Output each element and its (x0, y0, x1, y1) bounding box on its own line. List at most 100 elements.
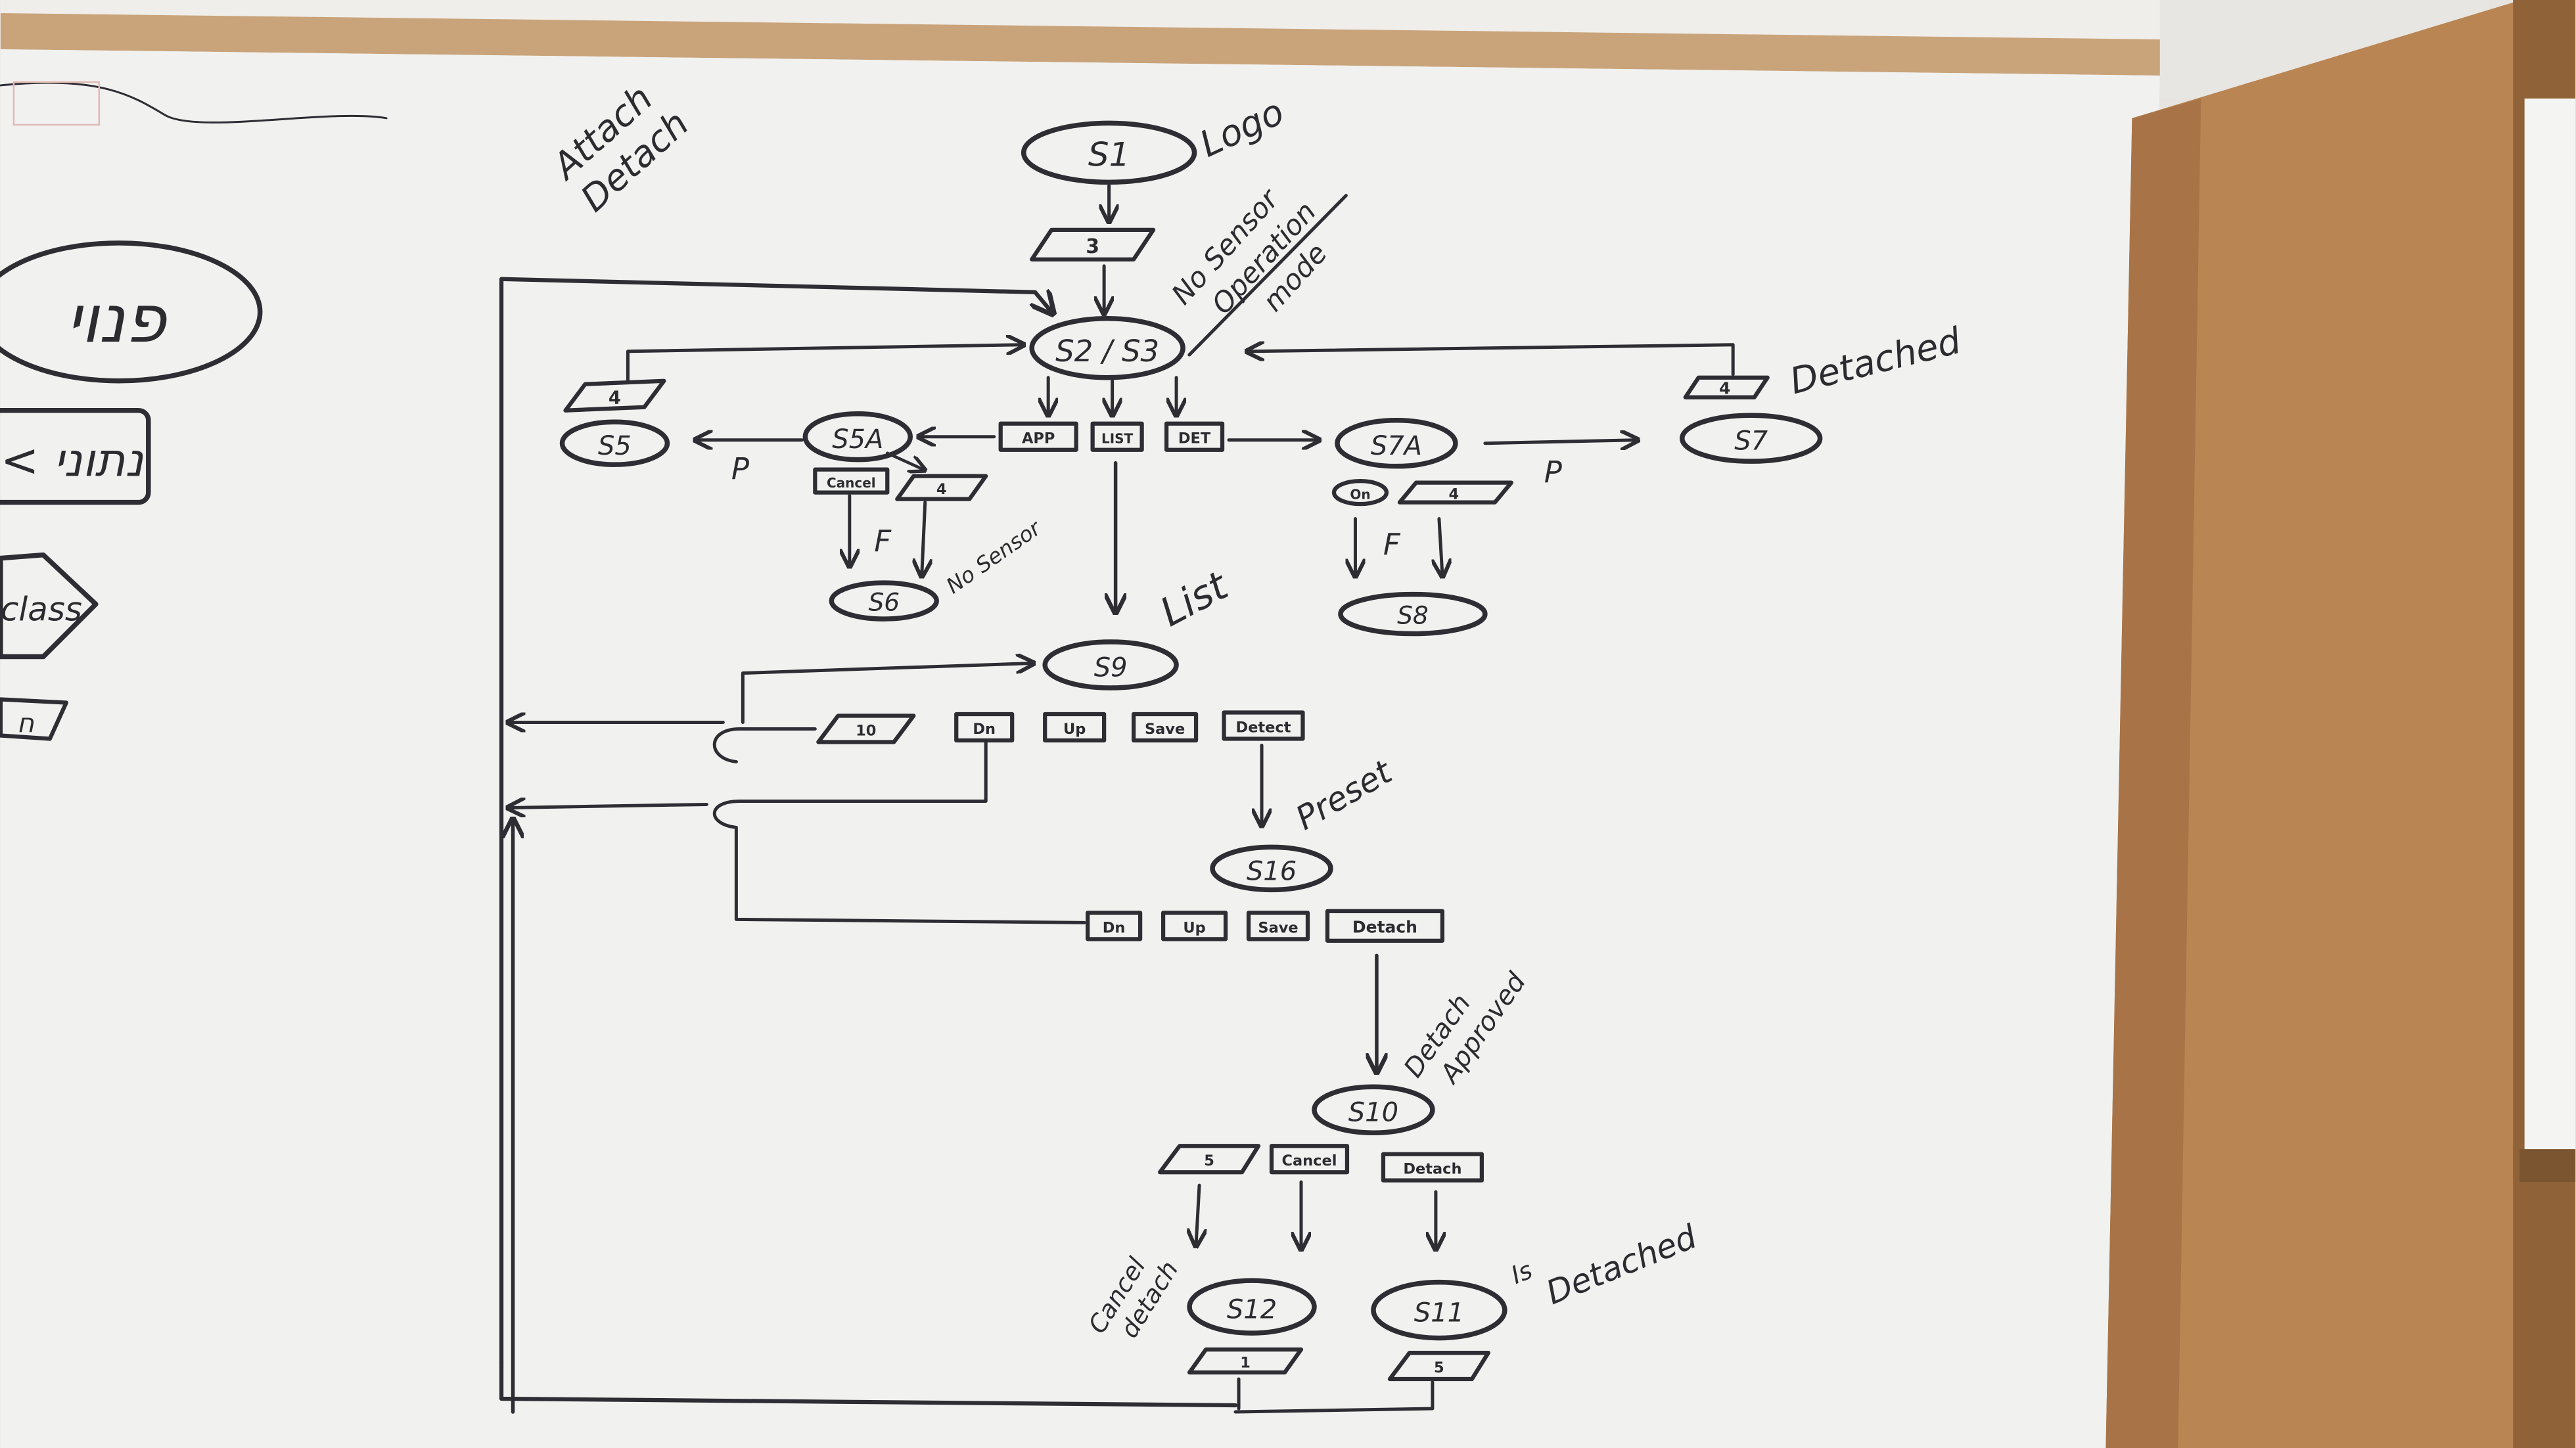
box-s16-dn (1086, 911, 1143, 941)
node-s11: S11 (1371, 1279, 1507, 1341)
node-s2s3: S2 / S3 (1029, 316, 1185, 380)
box-s16-save (1246, 911, 1310, 941)
s11-label: S11 (1414, 1298, 1464, 1328)
bottom-return (499, 1360, 1238, 1408)
box-s9-save (1131, 712, 1199, 743)
arrow-to-left-rail-b (510, 804, 708, 807)
io-s10-left (1157, 1144, 1261, 1175)
label-p-right: P (1544, 455, 1563, 490)
box-det (1164, 421, 1225, 452)
node-s9: S9 (1042, 639, 1179, 690)
box-s9-up (1043, 712, 1107, 743)
s2s3-ellipse (1029, 316, 1185, 380)
box-s10-detach-label: Detach (1403, 1161, 1461, 1178)
left-small-word: ח (17, 708, 34, 738)
label-f-left: F (874, 524, 892, 559)
label-f-right: F (1383, 528, 1401, 562)
io-s9-left-label: 10 (856, 722, 876, 739)
io-right: 4 (1683, 375, 1770, 399)
box-s9-dn-label: Dn (973, 721, 996, 738)
box-s16-up-label: Up (1183, 919, 1205, 936)
s5-ellipse (559, 419, 670, 467)
box-s16-detach-label: Detach (1352, 917, 1417, 936)
io-left: 4 (563, 378, 666, 413)
box-s9-save-label: Save (1145, 721, 1185, 738)
loop-left-to-s2 (499, 277, 1051, 1365)
loop-s9-b (712, 740, 1086, 924)
box-s16-detach (1325, 909, 1445, 943)
s9-row: 10 Dn Up Save Detect (816, 710, 1305, 744)
box-app (998, 421, 1078, 452)
io-s12-below-label: 1 (1240, 1355, 1251, 1372)
cabinet-shelf (2519, 1149, 2576, 1183)
box-s10-cancel (1269, 1144, 1350, 1175)
node-s16: S16 (1210, 844, 1333, 893)
arrow-io-s6 (922, 501, 925, 575)
cabinet-edge (2105, 98, 2201, 1448)
s9-ellipse (1042, 639, 1179, 690)
io-top-label: 3 (1086, 235, 1099, 258)
node-s7: S7 (1679, 413, 1823, 464)
io-s11-below (1387, 1350, 1490, 1382)
io-s7a-right (1397, 480, 1513, 505)
box-s9-detect (1222, 710, 1305, 741)
s7-label: S7 (1734, 426, 1768, 457)
s10-ellipse (1312, 1084, 1435, 1135)
io-s7a-right-label: 4 (1449, 486, 1460, 503)
wood-cabinet (2105, 0, 2521, 1448)
s5a-ellipse (802, 411, 913, 463)
node-s5a: S5A (802, 411, 913, 463)
pink-box (12, 81, 101, 126)
node-s6: S6 (829, 580, 939, 622)
s7a-label: S7A (1371, 431, 1422, 461)
node-s1: S1 (1021, 120, 1197, 185)
arrow-s7a-s7 (1483, 440, 1636, 443)
box-s10-detach (1381, 1152, 1484, 1183)
arrow-io-right-s2 (1249, 345, 1735, 376)
loop-s9-a (712, 727, 817, 763)
arrow-io-left-s2 (626, 345, 1022, 383)
box-s16-save-label: Save (1258, 919, 1298, 936)
io-s9-left (816, 713, 916, 744)
s8-label: S8 (1397, 601, 1429, 630)
left-circle-word: פנוי (66, 281, 168, 357)
box-s9-detect-label: Detect (1236, 719, 1291, 736)
left-small-box (0, 697, 68, 741)
box-list (1090, 421, 1144, 452)
s8-ellipse (1338, 591, 1488, 637)
box-on-7a-label: On (1350, 487, 1370, 503)
board-frame-top (0, 12, 2160, 76)
s7a-ellipse (1335, 417, 1458, 469)
no-sensor-slash (1187, 194, 1348, 357)
s9-label: S9 (1094, 653, 1128, 683)
arrow-s5a-io (886, 451, 923, 470)
io-left-label: 4 (609, 388, 621, 409)
box-cancel-5a-label: Cancel (827, 475, 876, 491)
box-s10-cancel-label: Cancel (1282, 1152, 1337, 1169)
s12-label: S12 (1227, 1295, 1277, 1325)
box-s9-up-label: Up (1063, 721, 1086, 738)
node-s5: S5 (559, 419, 670, 467)
node-s8: S8 (1338, 591, 1488, 637)
s10-label: S10 (1348, 1098, 1398, 1128)
box-cancel-5a (813, 467, 890, 495)
box-s9-dn (954, 712, 1015, 743)
io-s5a-right (895, 474, 988, 501)
s1-ellipse (1021, 120, 1197, 185)
arrow-io10-s12 (1196, 1183, 1199, 1244)
box-on-7a (1331, 479, 1389, 507)
io-s12-below (1187, 1347, 1304, 1375)
s7-ellipse (1679, 413, 1823, 464)
label-p-left: P (731, 452, 750, 487)
s10-row: 5 Cancel Detach (1157, 1144, 1484, 1183)
left-box-word: < נתוני (1, 434, 144, 487)
s16-label: S16 (1247, 856, 1297, 886)
io-right-shape (1683, 375, 1770, 399)
pink-scribble (0, 81, 388, 124)
io-s11-below-label: 5 (1434, 1359, 1444, 1376)
box-app-label: APP (1022, 430, 1055, 447)
node-s10: S10 (1312, 1084, 1435, 1135)
box-s16-up (1161, 911, 1228, 941)
io-s5a-right-label: 4 (936, 481, 947, 498)
